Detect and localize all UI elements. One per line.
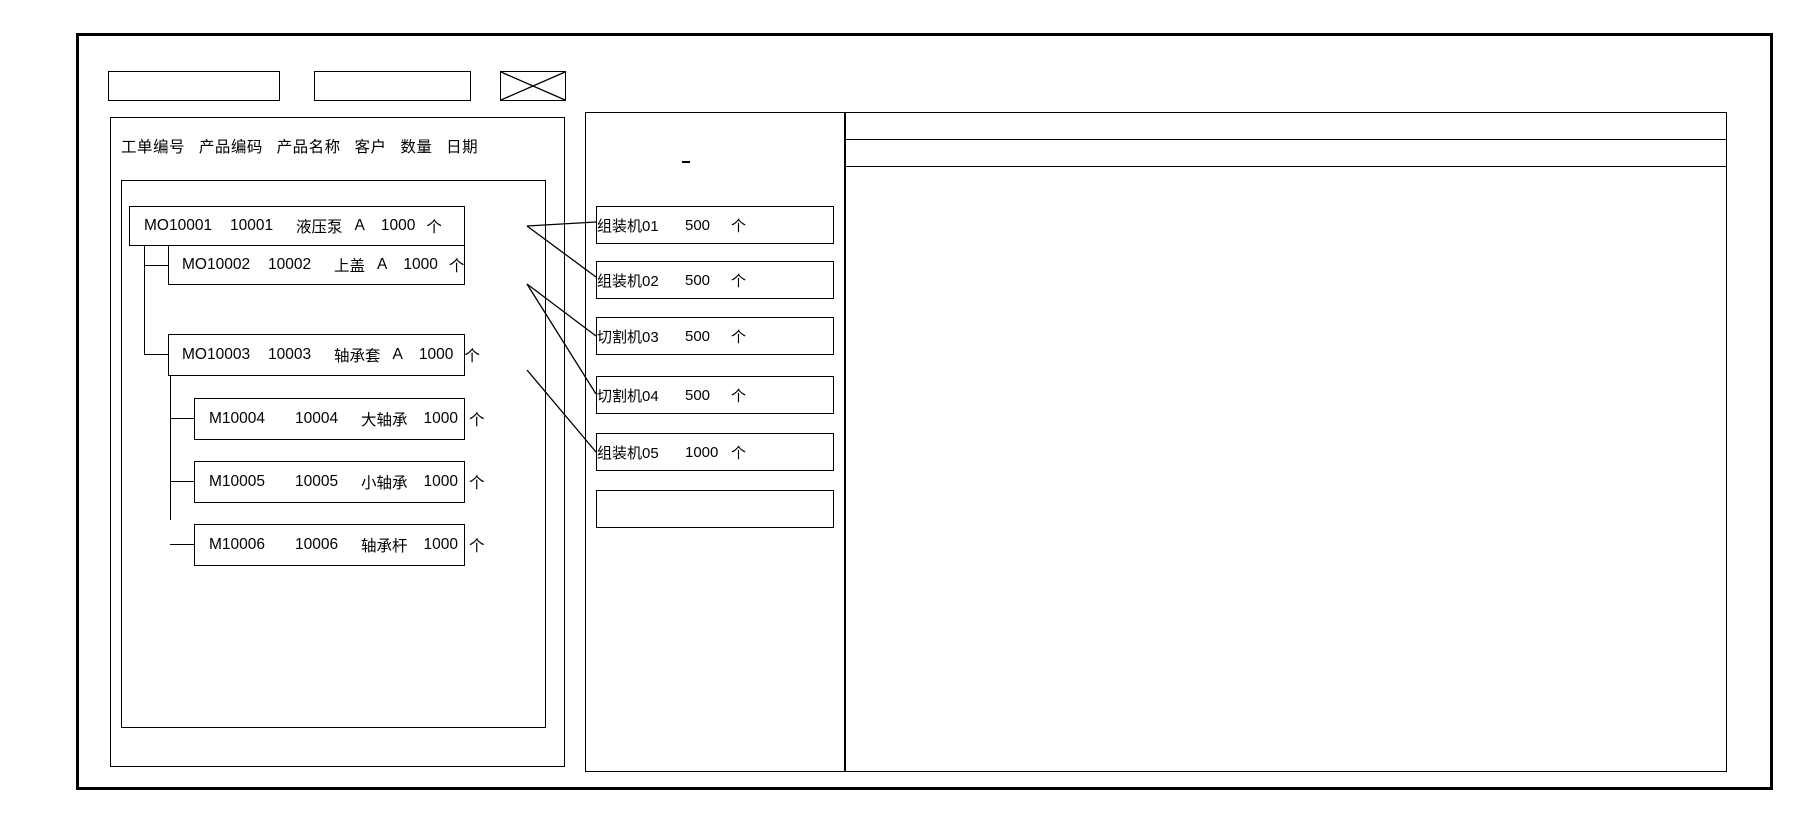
machine-panel: 组装机01 500 个 组装机02 500 个 切割机03 500 个 切割机0… — [585, 112, 845, 772]
row-qty: 1000 — [423, 536, 458, 553]
machine-qty: 500 — [685, 216, 711, 234]
column-header-product-name: 产品名称 — [276, 139, 341, 156]
x-box-icon[interactable] — [500, 71, 566, 101]
tree-stem-level2 — [170, 356, 171, 520]
machine-name: 切割机04 — [597, 387, 659, 405]
toolbar — [108, 71, 628, 101]
row-product-code: 10005 — [295, 473, 339, 490]
column-header-order-no: 工单编号 — [121, 139, 186, 156]
column-header-product-code: 产品编码 — [198, 139, 263, 156]
x-box-icon-glyph — [501, 72, 565, 100]
list-item[interactable]: 切割机04 500 个 — [596, 376, 834, 414]
machine-qty: 1000 — [685, 443, 719, 461]
work-order-tree-container: MO10001 10001 液压泵 A 1000 个 MO10002 10002… — [121, 180, 546, 728]
row-customer: A — [354, 217, 365, 234]
row-order-no: MO10001 — [144, 217, 213, 234]
row-qty: 1000 — [423, 410, 458, 427]
table-row[interactable]: M10005 10005 小轴承 1000 个 — [194, 461, 485, 503]
row-qty: 1000 — [380, 217, 416, 234]
machine-name: 组装机01 — [597, 217, 659, 235]
row-unit: 个 — [448, 258, 465, 275]
table-row[interactable]: M10004 10004 大轴承 1000 个 — [194, 398, 485, 440]
work-order-column-headers: 工单编号 产品编码 产品名称 客户 数量 日期 — [121, 135, 551, 159]
list-item[interactable]: 组装机05 1000 个 — [596, 433, 834, 471]
row-order-no: MO10002 — [182, 256, 251, 273]
list-item[interactable]: 组装机02 500 个 — [596, 261, 834, 299]
tree-elbow-row5 — [170, 356, 194, 482]
toolbar-field-1[interactable] — [108, 71, 280, 101]
row-product-name: 上盖 — [334, 258, 366, 275]
row-qty: 1000 — [403, 256, 438, 273]
row-product-code: 10004 — [295, 410, 339, 427]
tree-elbow-row4 — [170, 356, 194, 419]
machine-name: 组装机02 — [597, 272, 659, 290]
row-order-no: M10004 — [209, 410, 266, 427]
row-product-name: 液压泵 — [296, 219, 343, 236]
column-header-date: 日期 — [446, 139, 479, 156]
table-row[interactable]: MO10003 10003 轴承套 A 1000 个 — [168, 334, 480, 376]
tree-elbow-row2 — [144, 233, 168, 266]
row-unit: 个 — [464, 348, 480, 365]
row-product-code: 10002 — [268, 256, 312, 273]
row-customer: A — [377, 256, 388, 273]
list-item[interactable]: 切割机03 500 个 — [596, 317, 834, 355]
machine-unit: 个 — [731, 387, 747, 405]
row-order-no: MO10003 — [182, 346, 251, 363]
row-order-no: M10005 — [209, 473, 266, 490]
column-header-customer: 客户 — [354, 139, 387, 156]
row-qty: 1000 — [423, 473, 458, 490]
tree-elbow-row3 — [144, 233, 168, 355]
row-customer: A — [392, 346, 403, 363]
row-unit: 个 — [469, 538, 485, 555]
detail-panel — [845, 112, 1727, 772]
row-order-no: M10006 — [209, 536, 266, 553]
row-product-name: 轴承套 — [334, 348, 381, 365]
row-product-name: 轴承杆 — [361, 538, 408, 555]
table-row[interactable]: M10006 10006 轴承杆 1000 个 — [194, 524, 485, 566]
machine-qty: 500 — [685, 386, 711, 404]
machine-name: 组装机05 — [597, 444, 659, 462]
panel-dash-mark — [682, 161, 690, 163]
machine-unit: 个 — [731, 272, 747, 290]
row-product-name: 小轴承 — [361, 475, 408, 492]
row-qty: 1000 — [418, 346, 454, 363]
row-product-code: 10006 — [295, 536, 339, 553]
column-header-qty: 数量 — [400, 139, 433, 156]
table-row[interactable]: MO10001 10001 液压泵 A 1000 个 — [129, 206, 465, 246]
list-item-empty[interactable] — [596, 490, 834, 528]
machine-unit: 个 — [731, 444, 747, 462]
detail-panel-header-band — [846, 139, 1726, 167]
row-unit: 个 — [426, 219, 442, 236]
machine-unit: 个 — [731, 328, 747, 346]
toolbar-field-2[interactable] — [314, 71, 471, 101]
work-order-panel: 工单编号 产品编码 产品名称 客户 数量 日期 MO10001 10001 液压… — [110, 117, 565, 767]
row-product-code: 10003 — [268, 346, 312, 363]
table-row[interactable]: MO10002 10002 上盖 A 1000 个 — [168, 245, 465, 285]
row-unit: 个 — [469, 412, 485, 429]
row-product-name: 大轴承 — [361, 412, 408, 429]
list-item[interactable]: 组装机01 500 个 — [596, 206, 834, 244]
machine-name: 切割机03 — [597, 328, 659, 346]
tree-elbow-row6 — [170, 356, 194, 545]
row-product-code: 10001 — [230, 217, 274, 234]
tree-stem-level1 — [144, 233, 145, 355]
machine-qty: 500 — [685, 327, 711, 345]
machine-qty: 500 — [685, 271, 711, 289]
row-unit: 个 — [469, 475, 485, 492]
machine-unit: 个 — [731, 217, 747, 235]
